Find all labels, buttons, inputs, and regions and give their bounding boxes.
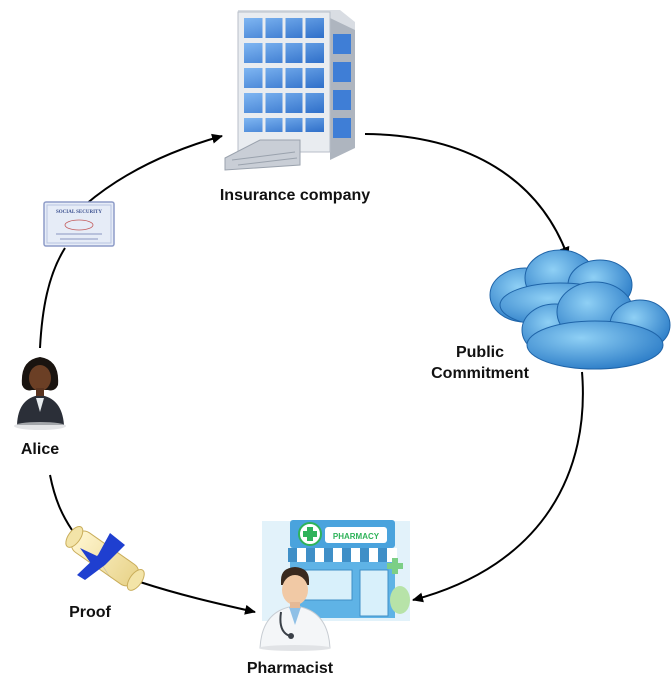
pharmacist-label: Pharmacist [246,660,334,677]
public-commitment-line2: Commitment [431,365,529,382]
public-commitment-line1: Public [455,344,504,361]
proof-label: Proof [69,604,111,621]
arrow-proof-to-pharmacist [139,581,256,615]
alice-label: Alice [20,441,60,458]
arrow-card-to-insurance [84,133,223,206]
arrow-cloud-to-pharmacy [412,371,584,603]
businesswoman-icon [14,357,66,430]
pharmacy-store-icon: PHARMACY [262,520,410,621]
public-commitment-label: Public Commitment [415,342,545,384]
social-security-card-icon: SOCIAL SECURITY [43,201,115,247]
arrow-alice-to-card [39,247,66,349]
pharmacy-sign: PHARMACY [333,532,380,541]
office-building-icon [224,10,355,171]
doctor-icon [259,567,331,651]
arrows [39,133,584,615]
arrow-alice-to-proof [49,474,73,531]
cloud-icon [489,249,671,370]
card-title: SOCIAL SECURITY [56,210,102,215]
diploma-scroll-icon [65,526,145,591]
insurance-company-label: Insurance company [219,187,371,204]
arrow-insurance-to-cloud [364,133,570,258]
